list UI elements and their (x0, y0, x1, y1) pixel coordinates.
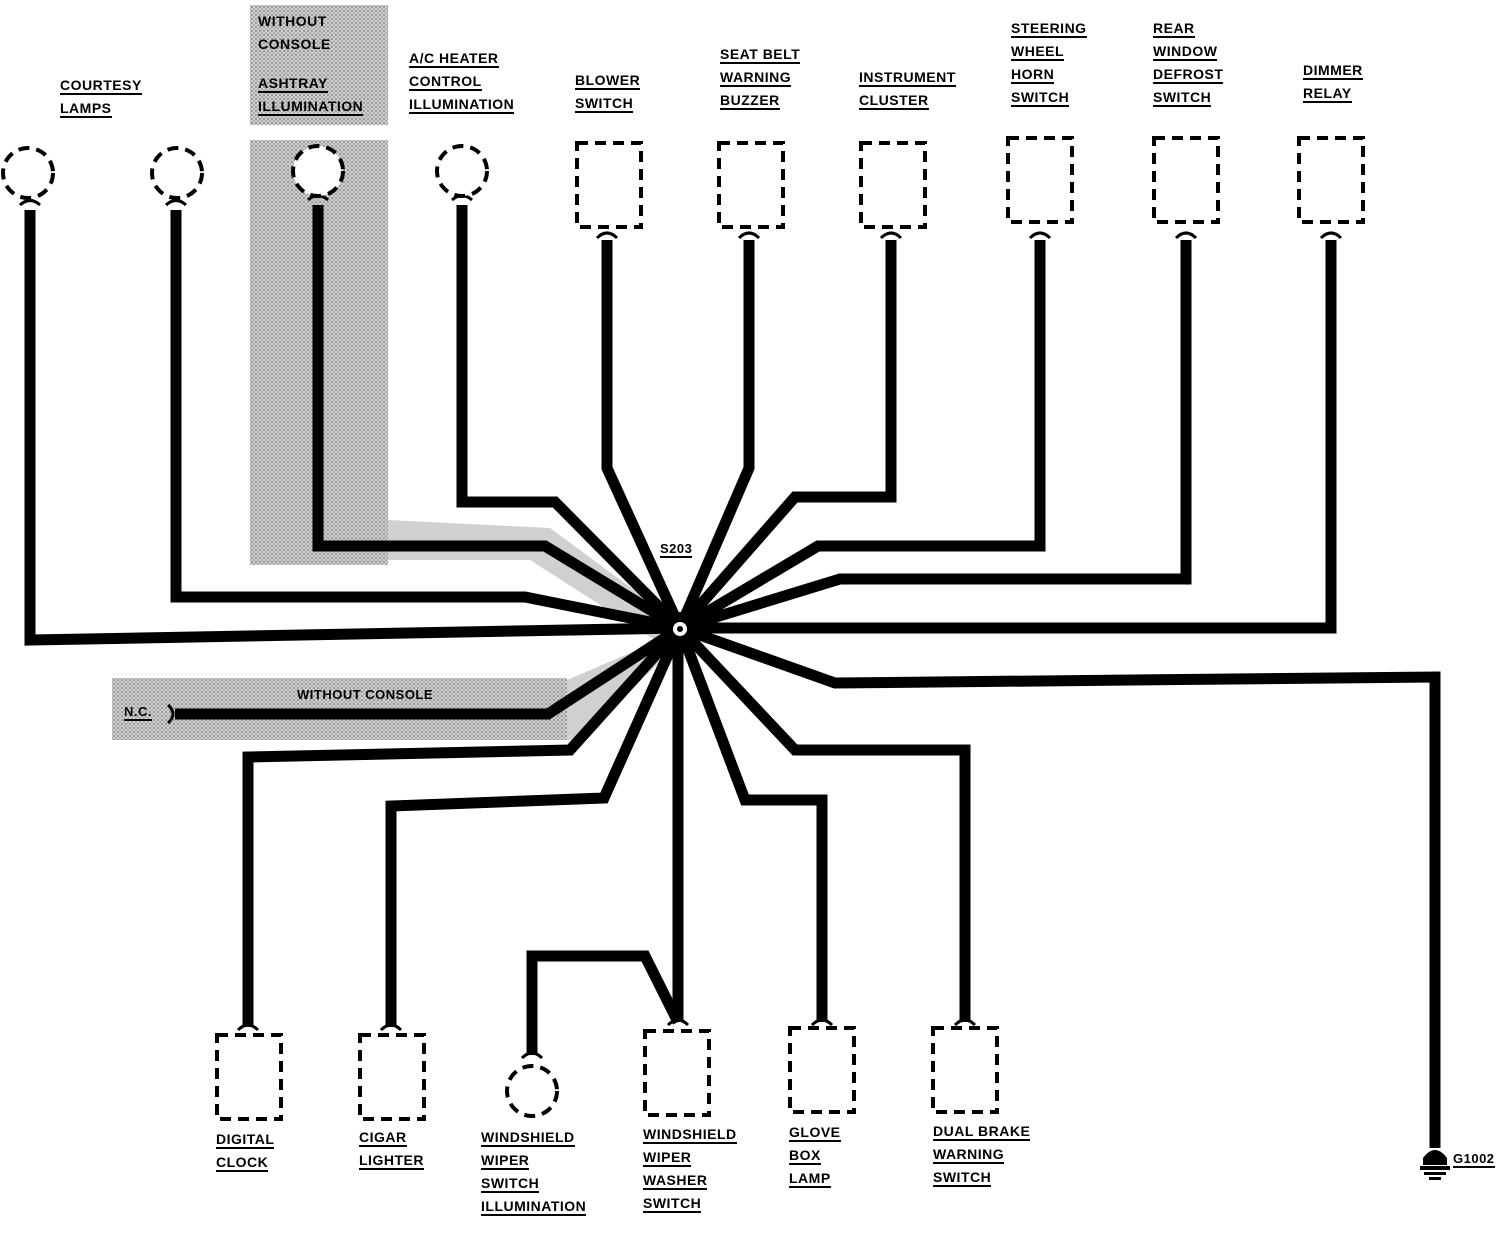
ashtray-illumination-symbol (291, 144, 345, 198)
blower-switch-symbol (575, 141, 643, 229)
digital-clock-symbol (215, 1033, 283, 1121)
wire-ground (678, 622, 1441, 1148)
wire-courtesy-lamps-1 (24, 210, 681, 646)
connector-buzzer (737, 231, 761, 240)
label-wiper-illumination: WINDSHIELD WIPER SWITCH ILLUMINATION (481, 1129, 587, 1216)
connector-horn (1028, 231, 1052, 240)
label-dimmer-relay: DIMMER RELAY (1303, 62, 1363, 103)
horn-switch-symbol (1006, 136, 1074, 224)
wire-dual-brake (675, 624, 971, 1022)
wire-wiper-illumination (526, 950, 683, 1055)
wire-courtesy-lamps-2 (170, 210, 682, 634)
connector-illum (520, 1051, 544, 1060)
wire-nc (175, 623, 684, 720)
washer-switch-symbol (643, 1029, 711, 1117)
wiper-illumination-symbol (505, 1064, 559, 1118)
connector-dimmer (1319, 231, 1343, 240)
connector-cluster (879, 231, 903, 240)
label-ashtray-illumination: ASHTRAY ILLUMINATION (258, 75, 364, 116)
instrument-cluster-symbol (859, 141, 927, 229)
seat-belt-buzzer-symbol (717, 141, 785, 229)
connector-washer (666, 1018, 690, 1027)
wire-dimmer-relay (680, 240, 1337, 634)
wire-ac-heater (456, 205, 684, 632)
ground-g1002-symbol (1420, 1150, 1450, 1180)
label-cigar-lighter: CIGAR LIGHTER (359, 1129, 424, 1170)
connector-nc (166, 703, 175, 725)
connector-lighter (379, 1023, 403, 1032)
label-washer-switch: WINDSHIELD WIPER WASHER SWITCH (643, 1126, 737, 1213)
label-rear-defrost-switch: REAR WINDOW DEFROST SWITCH (1153, 20, 1224, 107)
wire-cigar-lighter (385, 625, 686, 1027)
connector-defrost (1174, 231, 1198, 240)
ac-heater-illumination-symbol (435, 144, 489, 198)
splice-s203-symbol (663, 612, 697, 646)
components (1, 136, 1365, 1121)
label-blower-switch: BLOWER SWITCH (575, 72, 641, 113)
label-courtesy-lamps: COURTESY LAMPS (60, 77, 142, 118)
label-without-console-top: WITHOUT CONSOLE (258, 13, 331, 52)
label-ac-heater: A/C HEATER CONTROL ILLUMINATION (409, 50, 515, 114)
wire-glove-box (674, 626, 828, 1022)
wire-seat-belt-buzzer (674, 240, 755, 631)
courtesy-lamp-1-symbol (1, 146, 55, 200)
label-no-connection: N.C. (124, 704, 152, 721)
label-instrument-cluster: INSTRUMENT CLUSTER (859, 69, 956, 110)
dimmer-relay-symbol (1297, 136, 1365, 224)
connector-clock (236, 1023, 260, 1032)
wire-ashtray-illumination (312, 205, 683, 633)
label-horn-switch: STEERING WHEEL HORN SWITCH (1011, 20, 1087, 107)
connectors (18, 194, 1343, 1060)
glove-box-lamp-symbol (788, 1026, 856, 1114)
connector-courtesy-1 (18, 199, 42, 207)
wire-digital-clock (242, 624, 685, 1027)
label-digital-clock: DIGITAL CLOCK (216, 1131, 275, 1172)
connector-courtesy-2 (164, 199, 188, 207)
label-ground-g1002: G1002 (1453, 1151, 1495, 1168)
dual-brake-switch-symbol (931, 1026, 999, 1114)
connector-brake (953, 1018, 977, 1027)
label-glove-box-lamp: GLOVE BOX LAMP (789, 1124, 841, 1188)
wire-rear-defrost (678, 240, 1192, 634)
without-console-shade-top (250, 5, 388, 125)
cigar-lighter-symbol (358, 1033, 426, 1121)
wires (24, 205, 1441, 1148)
wire-blower-switch (601, 240, 686, 631)
label-splice-s203: S203 (660, 541, 693, 558)
wire-instrument-cluster (675, 240, 897, 632)
label-seat-belt-buzzer: SEAT BELT WARNING BUZZER (720, 46, 801, 110)
courtesy-lamp-2-symbol (150, 146, 204, 200)
rear-defrost-switch-symbol (1152, 136, 1220, 224)
label-dual-brake-switch: DUAL BRAKE WARNING SWITCH (933, 1123, 1031, 1187)
label-without-console-nc: WITHOUT CONSOLE (297, 687, 434, 702)
connector-blower (595, 231, 619, 240)
connector-glove (810, 1018, 834, 1027)
wire-horn-switch (677, 240, 1046, 633)
